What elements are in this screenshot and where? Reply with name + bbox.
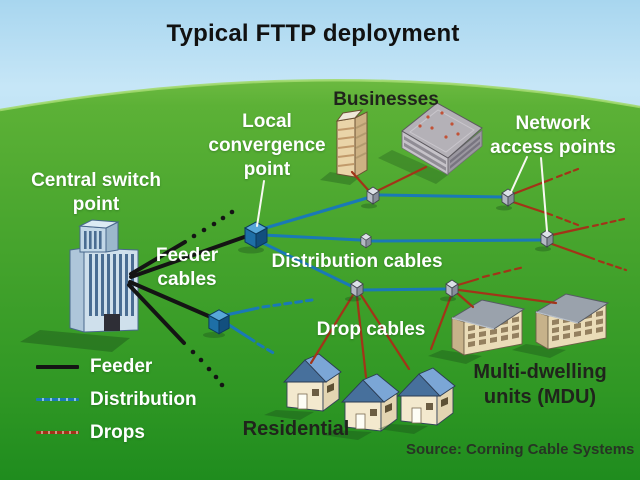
- network-access-point-node: [360, 233, 372, 249]
- drop-cable-lines: [309, 165, 628, 379]
- label-residential: Residential: [242, 418, 350, 440]
- label-businesses: Businesses: [333, 89, 439, 110]
- label-pointer-lines: [256, 156, 548, 232]
- legend-row-drops: Drops: [36, 416, 197, 449]
- label-central-switch-point: Central switch point: [31, 170, 161, 215]
- label-distribution-cables: Distribution cables: [271, 251, 443, 272]
- feeder-line-swatch: [36, 364, 79, 369]
- label-feeder-cables: Feeder cables: [155, 245, 219, 290]
- label-local-convergence-point: Local convergence point: [208, 111, 326, 180]
- network-access-point-node: [540, 229, 554, 248]
- local-convergence-point-node: [244, 221, 268, 249]
- label-drop-cables: Drop cables: [316, 319, 426, 340]
- local-convergence-point-node: [208, 309, 230, 335]
- business-office-building: [401, 102, 483, 176]
- source-credit: Source: Corning Cable Systems: [406, 441, 635, 458]
- legend-row-feeder: Feeder: [36, 350, 197, 383]
- network-access-point-node: [445, 279, 459, 298]
- diagram-title: Typical FTTP deployment: [166, 20, 460, 47]
- label-network-access-points: Network access points: [490, 113, 616, 158]
- legend-label-drops: Drops: [90, 421, 145, 443]
- network-access-point-node: [366, 186, 380, 205]
- network-access-point-node: [350, 279, 364, 298]
- legend: Feeder Distribution Drops: [36, 350, 197, 449]
- drops-line-swatch: [36, 431, 79, 434]
- legend-label-feeder: Feeder: [90, 355, 153, 377]
- legend-row-distribution: Distribution: [36, 383, 197, 416]
- feeder-cable-lines: [127, 233, 252, 345]
- distribution-cable-lines: [224, 193, 543, 357]
- building-shadows: [20, 150, 448, 352]
- feeder-cable-dots: [190, 209, 235, 388]
- business-tower-building: [335, 109, 368, 178]
- grass-hill: [0, 79, 640, 480]
- legend-label-distribution: Distribution: [90, 388, 197, 410]
- label-multi-dwelling-units: Multi-dwelling units (MDU): [473, 361, 607, 408]
- distribution-line-swatch: [36, 398, 79, 401]
- node-shadows: [203, 203, 551, 338]
